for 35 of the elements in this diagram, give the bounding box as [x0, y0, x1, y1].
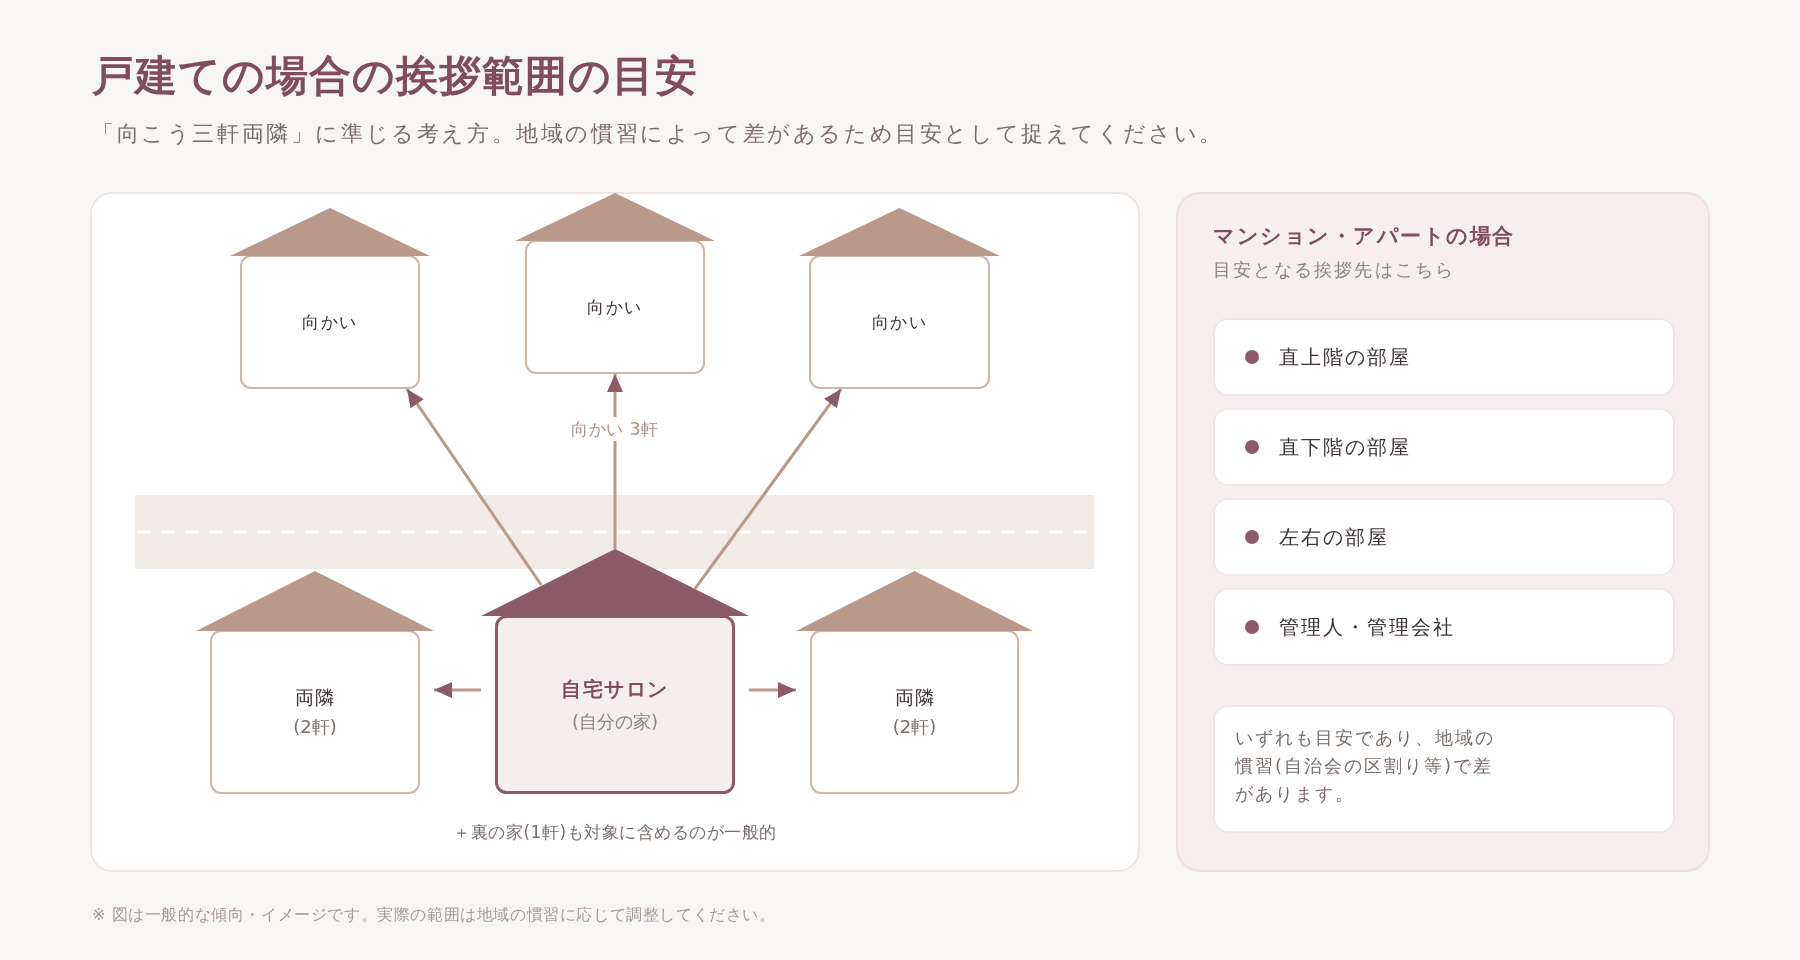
house-shape — [230, 208, 430, 389]
list-item-text: 直下階の部屋 — [1279, 434, 1411, 461]
house-shape — [799, 208, 1000, 389]
side-panel — [1176, 192, 1710, 872]
footnote: ※ 図は一般的な傾向・イメージです。実際の範囲は地域の慣習に応じて調整してください。 — [92, 904, 776, 926]
house-shape — [796, 571, 1033, 794]
house-label: 向かい — [587, 296, 643, 319]
list-item-card — [1213, 498, 1675, 576]
note-text: いずれも目安であり、地域の慣習(自治会の区割り等)で差があります。 — [1235, 726, 1496, 806]
house-count-label: (2軒) — [293, 715, 337, 739]
arrow — [607, 374, 623, 549]
panel-subheading: 目安となる挨拶先はこちら — [1213, 258, 1457, 282]
note-card — [1213, 705, 1675, 833]
list-item-card — [1213, 318, 1675, 396]
panel-heading: マンション・アパートの場合 — [1213, 223, 1516, 250]
house-label: 向かい — [302, 311, 358, 334]
subtitle: 「向こう三軒両隣」に準じる考え方。地域の慣習によって差があるため目安として捉えてください。 — [92, 120, 1224, 148]
list-item-card — [1213, 588, 1675, 666]
page-title: 戸建ての場合の挨拶範囲の目安 — [92, 50, 698, 102]
list-item-card — [1213, 408, 1675, 486]
house-shape — [515, 193, 715, 374]
list-item-text: 直上階の部屋 — [1279, 344, 1411, 371]
list-item-text: 左右の部屋 — [1279, 524, 1389, 551]
house-label: 向かい — [871, 311, 928, 334]
home-sublabel: (自分の家) — [571, 709, 658, 734]
highlighted-house-shape — [481, 549, 749, 794]
arrow — [434, 682, 481, 699]
list-item-text: 管理人・管理会社 — [1279, 614, 1455, 641]
house-count-label: (2軒) — [892, 715, 937, 739]
annotation-text: ＋裏の家(1軒)も対象に含めるのが一般的 — [453, 821, 777, 844]
house-shape — [196, 571, 434, 794]
home-label: 自宅サロン — [561, 675, 669, 703]
house-label: 両隣 — [295, 685, 335, 710]
arrow — [749, 682, 796, 699]
house-label: 両隣 — [894, 685, 935, 710]
